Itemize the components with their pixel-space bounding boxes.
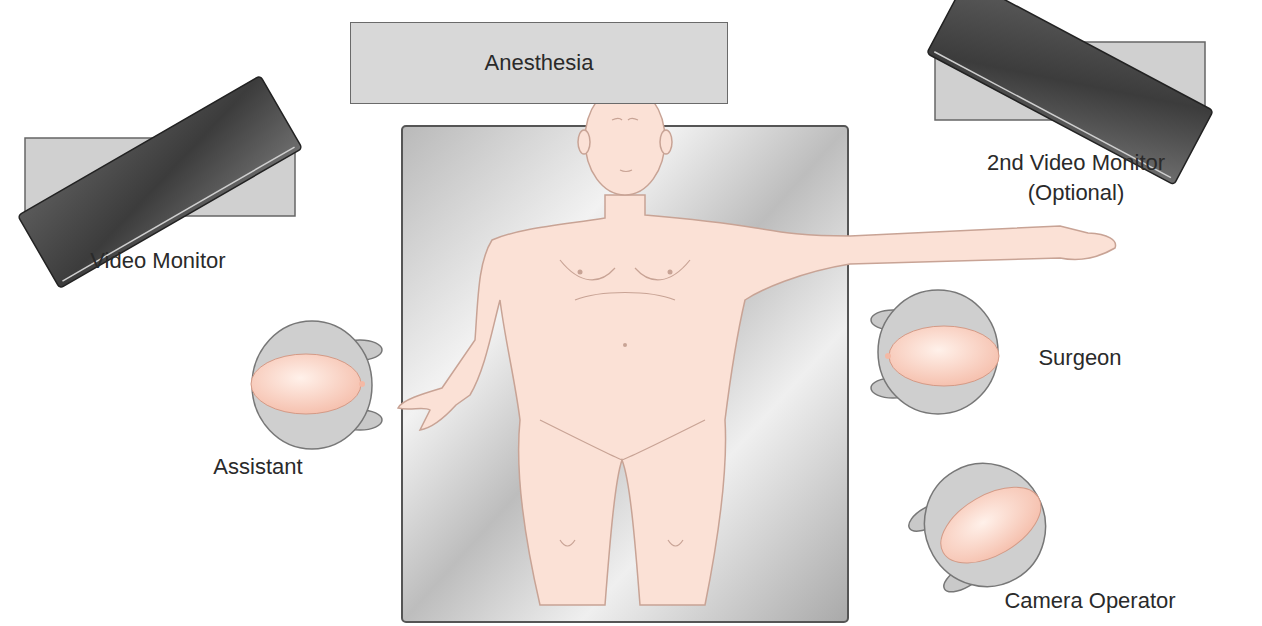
role-label: Camera Operator	[940, 586, 1240, 616]
assistant-figure	[251, 321, 382, 449]
node-text: Anesthesia	[485, 48, 594, 78]
monitor-label: Video Monitor	[13, 246, 303, 276]
camera-operator-figure	[896, 441, 1068, 612]
monitor-label: 2nd Video Monitor (Optional)	[961, 148, 1191, 207]
surgeon-figure	[871, 290, 999, 414]
anesthesia-station: Anesthesia	[350, 22, 728, 104]
role-label: Assistant	[173, 452, 343, 482]
role-label: Surgeon	[1015, 343, 1145, 373]
